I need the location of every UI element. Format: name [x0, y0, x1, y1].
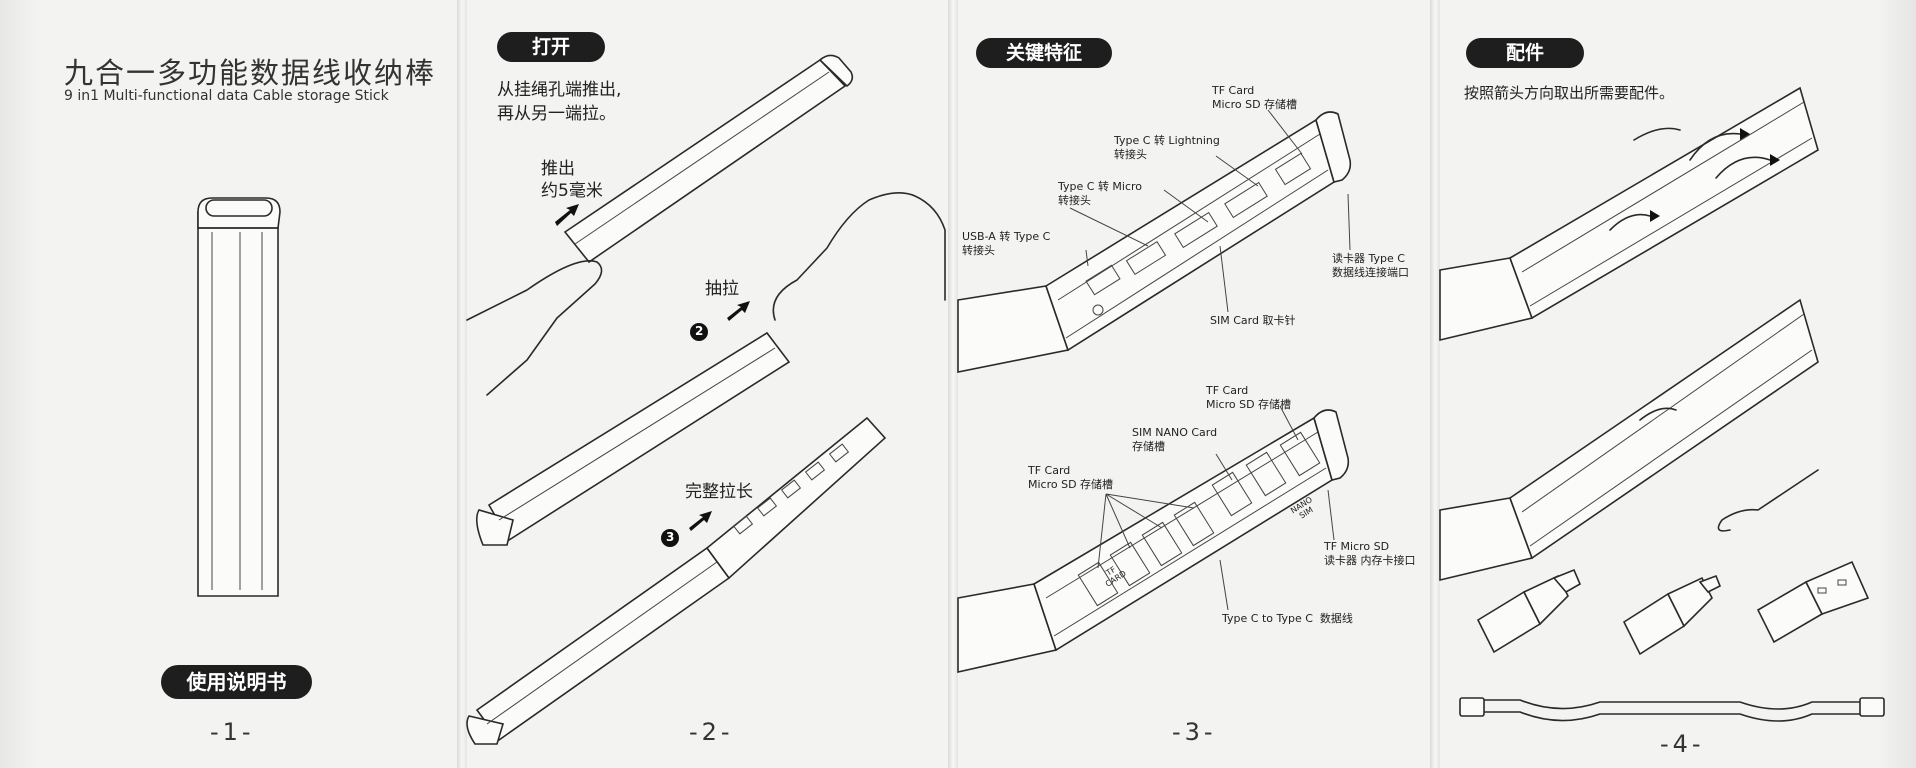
- product-title-en: 9 in1 Multi-functional data Cable storag…: [64, 88, 389, 104]
- fold-line: [457, 0, 467, 768]
- label-tf-card-mid: TF Card Micro SD 存储槽: [1206, 384, 1292, 411]
- section-badge-features: 关键特征: [976, 38, 1112, 68]
- label-reader-port: 读卡器 Type C 数据线连接端口: [1332, 252, 1409, 279]
- panel-cover: 九合一多功能数据线收纳棒 9 in1 Multi-functional data…: [0, 0, 457, 768]
- panel-accessories: 配件 按照箭头方向取出所需要配件。: [1439, 0, 1916, 768]
- step3-text: 完整拉长: [685, 482, 753, 502]
- features-illustration: [957, 109, 1352, 673]
- step2-text: 抽拉: [705, 279, 739, 299]
- open-steps-illustration: [466, 54, 946, 745]
- label-sim-pin: SIM Card 取卡针: [1210, 314, 1296, 327]
- section-badge-accessories: 配件: [1466, 38, 1584, 68]
- manual-badge: 使用说明书: [161, 665, 312, 699]
- panel-features: 关键特征: [957, 0, 1430, 768]
- step2-marker: 2: [695, 324, 704, 338]
- page-number: -2-: [689, 718, 734, 746]
- fold-line: [948, 0, 958, 768]
- accessories-illustration: [1439, 86, 1885, 722]
- label-typec-micro: Type C 转 Micro 转接头: [1058, 180, 1143, 207]
- open-instruction: 从挂绳孔端推出, 再从另一端拉。: [497, 80, 622, 124]
- page-number: -4-: [1660, 730, 1705, 758]
- page-number: -1-: [210, 718, 255, 746]
- label-tf-reader: TF Micro SD 读卡器 内存卡接口: [1324, 540, 1416, 567]
- section-badge-open: 打开: [497, 32, 605, 62]
- product-title-cn: 九合一多功能数据线收纳棒: [64, 56, 437, 90]
- stick-illustration: [197, 197, 281, 597]
- step1-text: 推出 约5毫米: [541, 159, 603, 201]
- label-typec-lightning: Type C 转 Lightning 转接头: [1114, 134, 1220, 161]
- label-typec-cable: Type C to Type C 数据线: [1222, 612, 1353, 625]
- label-tf-card-top: TF Card Micro SD 存储槽: [1212, 84, 1298, 111]
- accessories-instruction: 按照箭头方向取出所需要配件。: [1464, 84, 1675, 102]
- label-sim-nano: SIM NANO Card 存储槽: [1132, 426, 1218, 453]
- page-number: -3-: [1172, 718, 1217, 746]
- label-usba-typec: USB-A 转 Type C 转接头: [962, 230, 1051, 257]
- step3-marker: 3: [666, 530, 675, 544]
- fold-line: [1430, 0, 1440, 768]
- panel-open: 打开 从挂绳孔端推出, 再从另一端拉。 推出 约5毫米: [466, 0, 948, 768]
- label-tf-card-left: TF Card Micro SD 存储槽: [1028, 464, 1114, 491]
